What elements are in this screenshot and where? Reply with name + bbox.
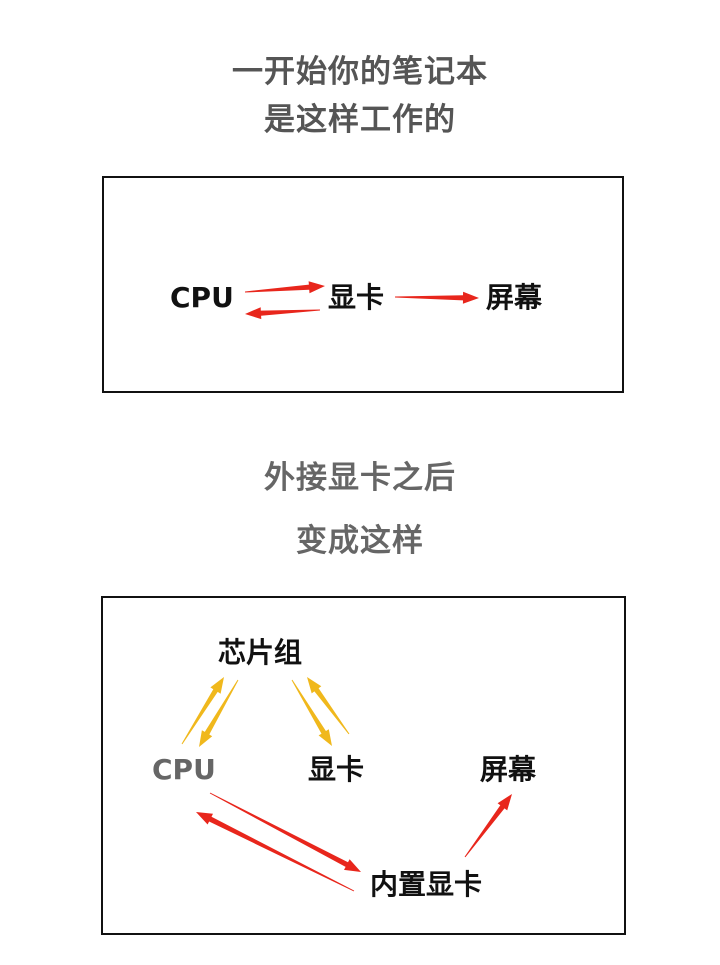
arrow-integrated-gpu-to-screen bbox=[464, 794, 512, 858]
section1-title-line2: 是这样工作的 bbox=[264, 102, 456, 138]
node-screen-2: 屏幕 bbox=[480, 753, 537, 786]
node-chipset: 芯片组 bbox=[218, 636, 303, 669]
node-gpu-2: 显卡 bbox=[308, 753, 365, 786]
arrow-gpu-to-screen bbox=[395, 291, 479, 304]
node-gpu: 显卡 bbox=[328, 281, 385, 314]
node-screen: 屏幕 bbox=[486, 281, 543, 314]
arrow-cpu-to-gpu bbox=[245, 281, 325, 294]
arrow-chipset-to-cpu bbox=[199, 679, 239, 747]
section2-title-line2: 变成这样 bbox=[296, 523, 424, 559]
node-cpu-2: CPU bbox=[152, 753, 216, 786]
node-cpu: CPU bbox=[170, 281, 234, 314]
section2-title-line1: 外接显卡之后 bbox=[264, 460, 456, 496]
section1-title-line1: 一开始你的笔记本 bbox=[232, 54, 488, 90]
diagram-box-before bbox=[102, 176, 624, 393]
arrow-cpu-to-integrated-gpu bbox=[209, 792, 361, 872]
arrow-integrated-gpu-to-cpu bbox=[196, 812, 355, 892]
node-integrated-gpu: 内置显卡 bbox=[370, 868, 483, 901]
diagram-box-after bbox=[101, 596, 626, 935]
arrow-gpu-to-cpu bbox=[245, 307, 320, 320]
arrow-gpu-to-chipset bbox=[307, 677, 350, 735]
arrow-cpu-to-chipset bbox=[181, 677, 224, 745]
arrow-chipset-to-gpu bbox=[291, 679, 332, 746]
